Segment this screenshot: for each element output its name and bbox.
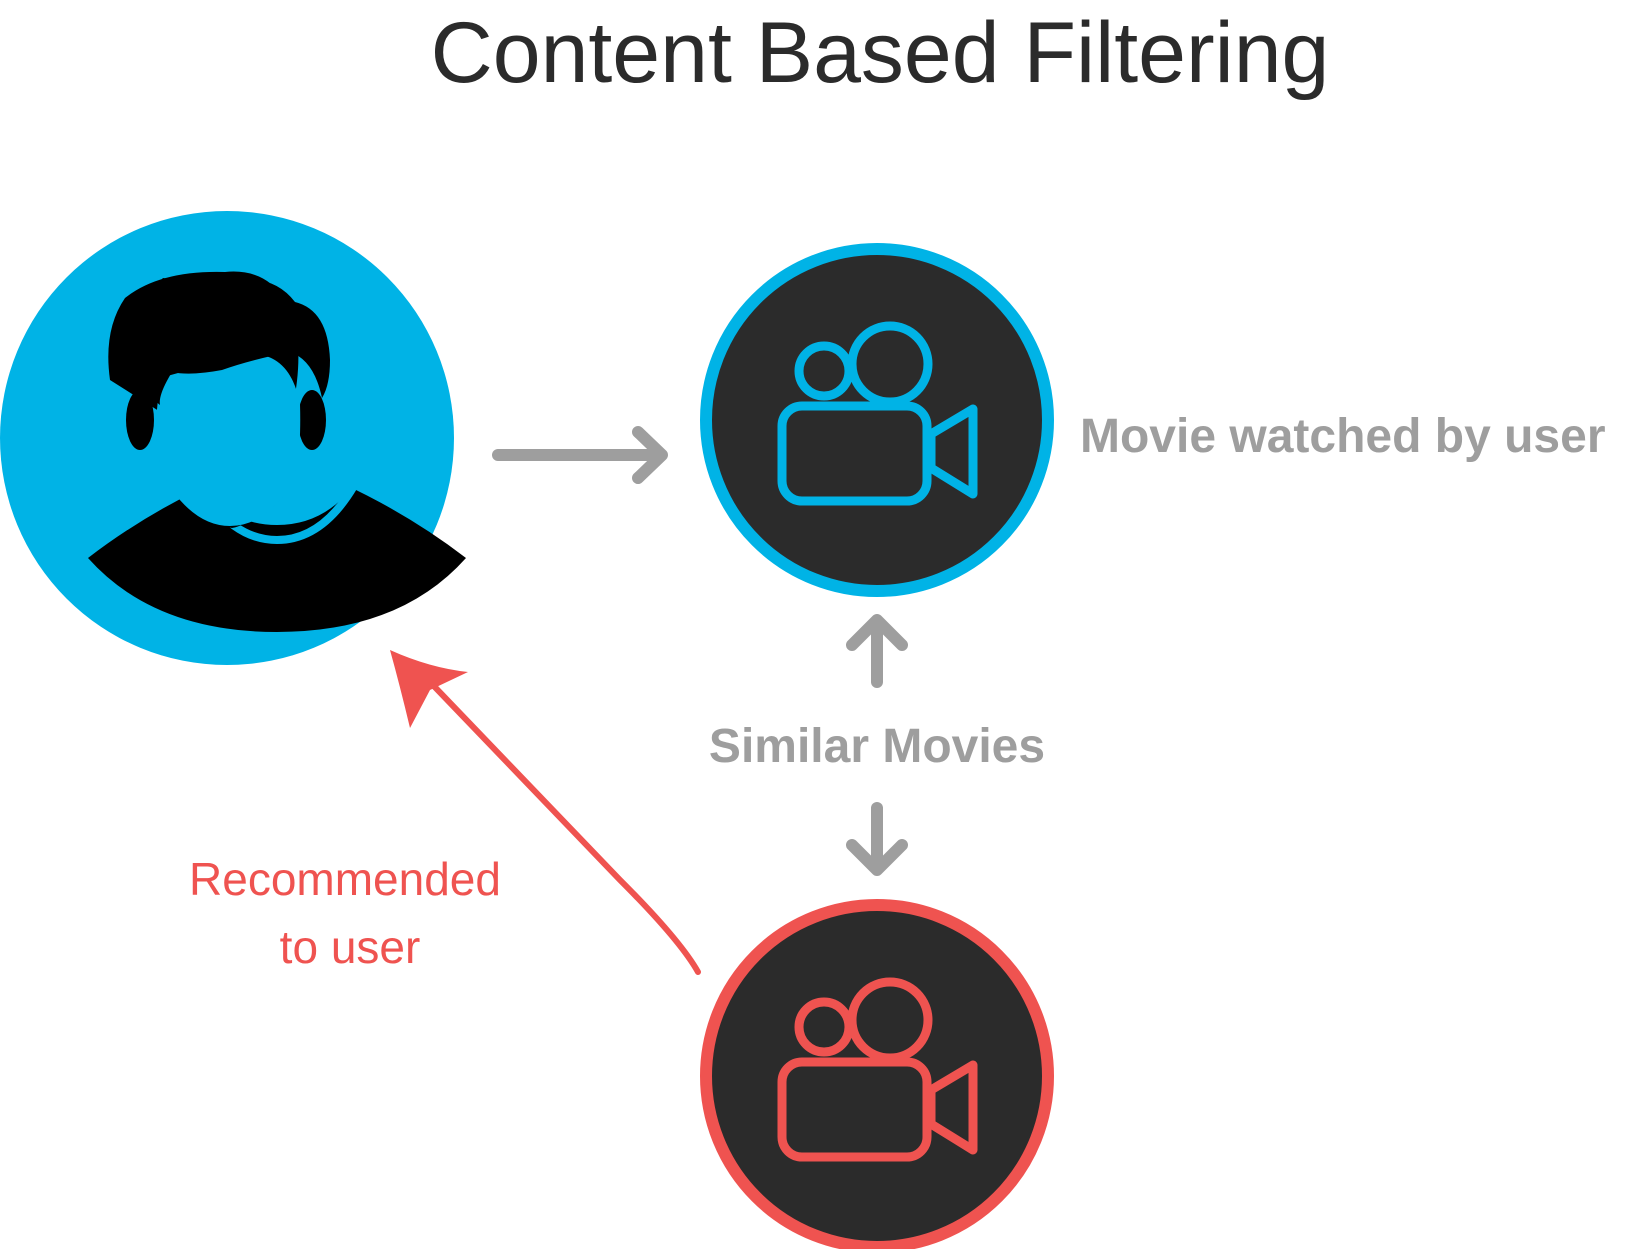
movie-camera-icon: [777, 977, 978, 1162]
user-node: [0, 211, 466, 665]
arrow-similar-up: [846, 614, 908, 688]
recommended-movie-node: [700, 899, 1054, 1249]
arrow-recommended-to-user: [390, 650, 701, 975]
recommended-label-line1: Recommended: [189, 853, 501, 905]
watched-movie-label: Movie watched by user: [1080, 410, 1606, 463]
diagram-title: Content Based Filtering: [431, 5, 1330, 101]
user-silhouette-icon: [88, 271, 466, 632]
watched-movie-node: [700, 243, 1054, 597]
movie-camera-icon: [777, 321, 978, 506]
recommended-label: Recommended to user: [189, 853, 501, 973]
recommended-label-line2: to user: [280, 921, 421, 973]
similar-movies-label: Similar Movies: [709, 720, 1045, 773]
arrow-user-to-watched: [492, 426, 668, 484]
arrow-similar-down: [846, 802, 908, 876]
